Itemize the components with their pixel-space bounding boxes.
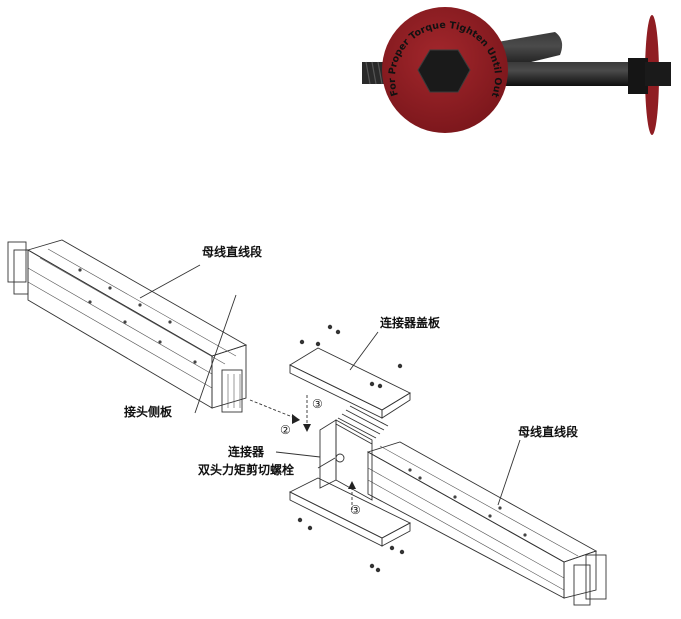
shear-bolt-photo: For Proper Torque Tighten Until Outer He…: [0, 0, 671, 135]
label-shear-bolt: 双头力矩剪切螺栓: [198, 462, 294, 477]
leader-lines: [139, 264, 521, 506]
label-busway-left: 母线直线段: [202, 244, 263, 259]
label-busway-right: 母线直线段: [518, 424, 579, 439]
label-joint-side-plate: 接头侧板: [124, 404, 173, 419]
step-2: ②: [280, 423, 291, 437]
connector-cover-bottom: [288, 477, 411, 547]
connector-block: [319, 405, 389, 501]
busway-section-left: [7, 239, 248, 413]
busway-section-right: [366, 441, 607, 606]
label-connector-cover: 连接器盖板: [380, 315, 441, 330]
step-3-bottom: ③: [350, 503, 361, 517]
label-connector: 连接器: [228, 444, 265, 459]
assembly-arrows: [249, 395, 356, 510]
connector-cover-top: [289, 347, 411, 419]
screw-icon: [297, 324, 405, 573]
hex-nut-icon: [417, 49, 471, 93]
step-3-top: ③: [312, 397, 323, 411]
